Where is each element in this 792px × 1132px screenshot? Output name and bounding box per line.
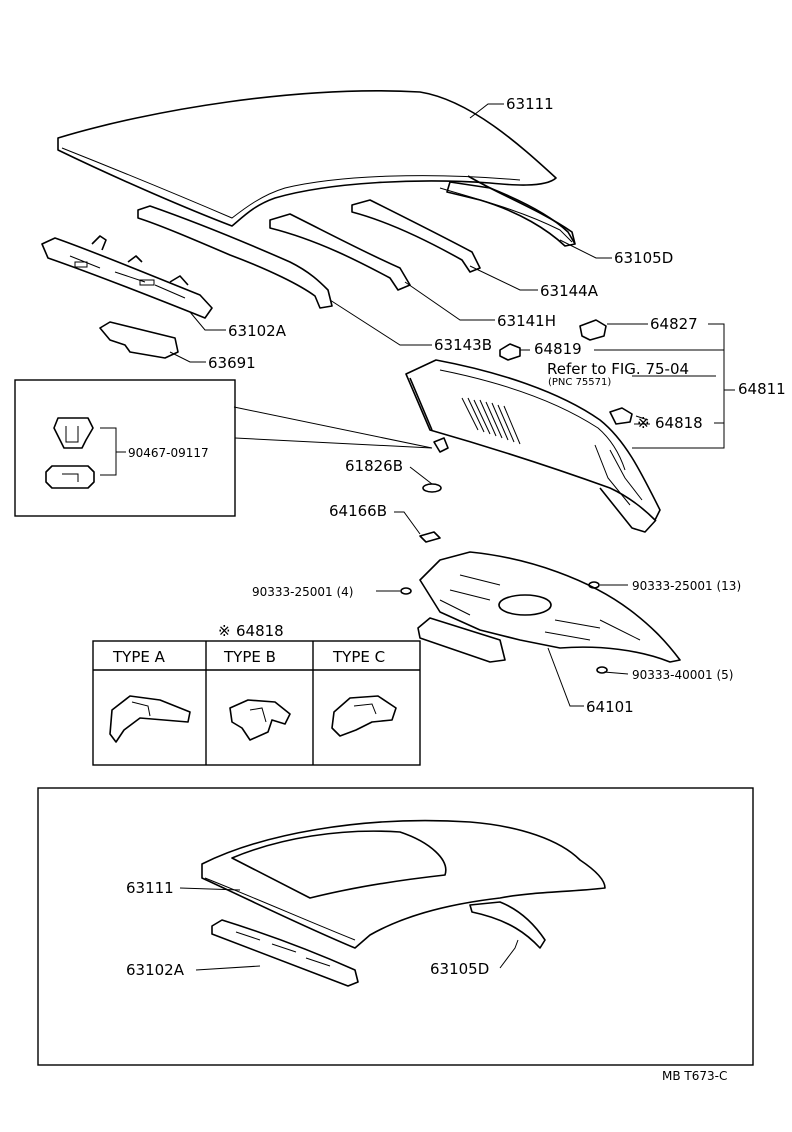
roof-bow-a [351,199,481,273]
front-header-rail [137,205,333,309]
inset-label-63105d: 63105D [430,960,489,978]
label-64827: 64827 [650,315,698,333]
label-90333-40001-5: 90333-40001 (5) [632,668,734,682]
part-61826b-pad [422,483,442,493]
label-64166b: 64166B [329,502,387,520]
label-64811: 64811 [738,380,786,398]
label-63105d: 63105D [614,249,673,267]
label-63141h: 63141H [497,312,556,330]
figure-code: MB T673-C [662,1069,727,1083]
glass-shading [461,397,521,445]
front-header-panel [41,235,213,319]
package-tray [417,551,681,663]
type-a-header: TYPE A [112,648,166,666]
type-c-header: TYPE C [332,648,385,666]
label-64818: 64818 [655,414,703,432]
label-90467: 90467-09117 [128,446,209,460]
clip-detail-box [14,379,236,517]
label-64101: 64101 [586,698,634,716]
part-61826b [433,437,449,453]
note-mark-icon: ※ [637,414,650,432]
clip-64827 [579,319,607,341]
label-63102a: 63102A [228,322,287,340]
leader-lines [100,103,735,971]
label-refer-fig: Refer to FIG. 75-04 [547,360,689,378]
label-64818-table: 64818 [236,622,284,640]
part-64166b [419,531,441,543]
label-90333-25001-4: 90333-25001 (4) [252,585,354,599]
label-pnc: (PNC 75571) [548,377,611,388]
clip-64819 [499,343,521,361]
fastener-90333-5 [596,666,608,674]
label-90333-25001-13: 90333-25001 (13) [632,579,741,593]
note-mark-icon-table: ※ [218,622,231,640]
inset-label-63111: 63111 [126,879,174,897]
label-63144a: 63144A [540,282,599,300]
label-61826b: 61826B [345,457,403,475]
type-table [92,640,421,766]
rear-rail [446,181,576,247]
fastener-90333-4 [400,587,412,595]
roof-panel [57,90,576,245]
inset-label-63102a: 63102A [126,961,185,979]
back-window-assembly [405,359,661,533]
roof-bow-h [269,213,411,291]
label-64819: 64819 [534,340,582,358]
sunroof-variant-box [37,787,754,1066]
label-63111: 63111 [506,95,554,113]
label-63691: 63691 [208,354,256,372]
type-b-header: TYPE B [223,648,276,666]
fastener-90333-13 [588,581,600,589]
clip-64818 [609,407,633,425]
pad-63691 [99,321,179,359]
label-63143b: 63143B [434,336,492,354]
